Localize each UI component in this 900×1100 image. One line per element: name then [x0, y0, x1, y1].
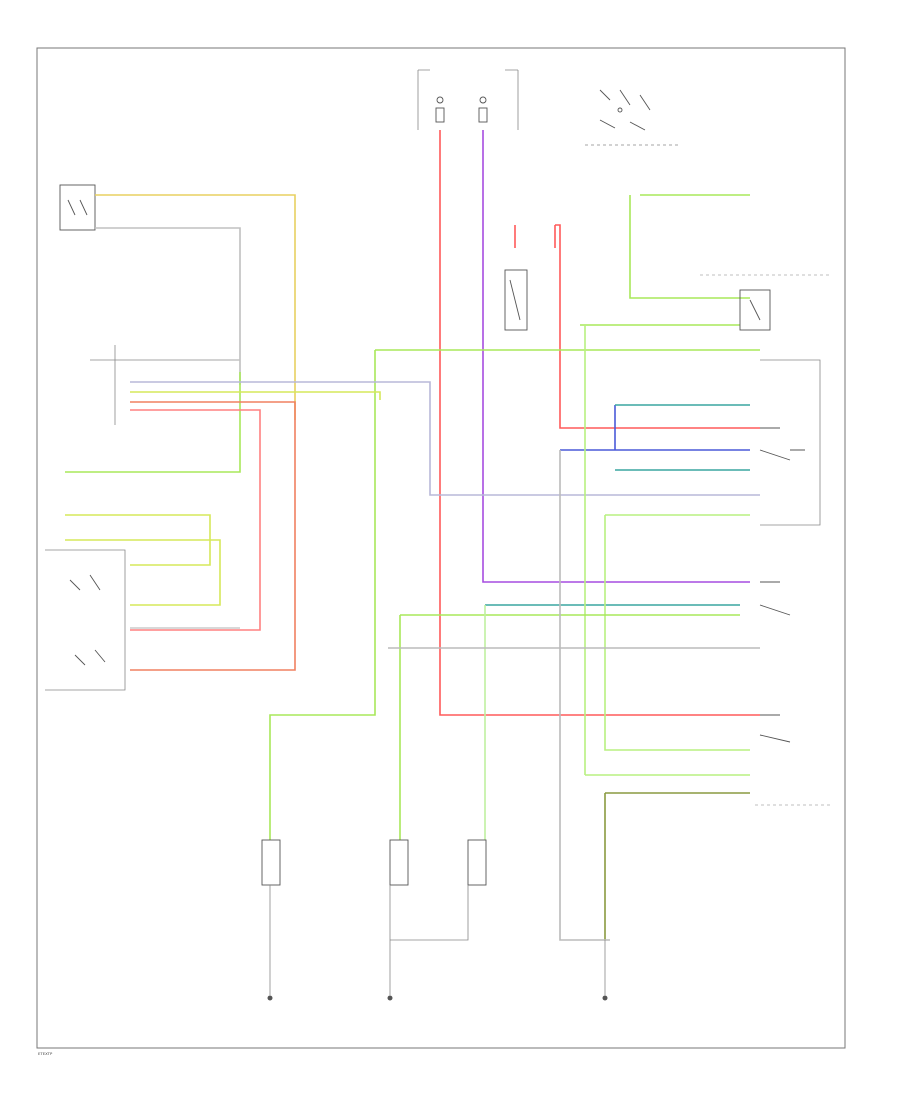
wire-lightgreen-lower — [584, 325, 750, 776]
component-bottom-right — [390, 839, 487, 941]
wire-blue — [560, 405, 750, 451]
wire-green-bottom — [399, 614, 740, 840]
wire-purple — [482, 130, 750, 583]
blower-resistor — [59, 184, 96, 231]
diagram-border — [36, 47, 846, 1049]
connector-block — [90, 345, 240, 425]
ground-right — [602, 940, 608, 1001]
wire-red-left — [130, 409, 261, 631]
wire-red-main — [439, 130, 760, 716]
wire-green-relay — [580, 195, 750, 326]
fuse-box — [417, 69, 519, 130]
wire-gray-lower — [388, 450, 760, 941]
wire-green-left — [65, 372, 241, 473]
ignition-switch — [585, 89, 680, 146]
wire-yg-mode — [65, 514, 221, 606]
wire-red-relay — [514, 224, 760, 429]
wire-orange — [130, 401, 296, 671]
separator-right — [700, 274, 830, 806]
wire-green-long — [269, 349, 760, 840]
wire-teal — [485, 404, 750, 606]
relay-center — [504, 269, 528, 331]
mode-switch — [45, 549, 126, 691]
wire-gray-long — [130, 381, 760, 496]
component-bottom-center — [387, 839, 409, 1001]
wire-yg-center — [130, 391, 381, 400]
wire-olive — [604, 792, 750, 940]
component-bottom-left — [261, 839, 281, 1001]
footer-label: ETEXTP — [38, 1051, 53, 1056]
wire-gray-resistor — [95, 227, 241, 385]
relay-right-top — [739, 289, 771, 331]
wire-yg-resistor — [95, 194, 296, 420]
relay-contacts — [759, 359, 821, 743]
